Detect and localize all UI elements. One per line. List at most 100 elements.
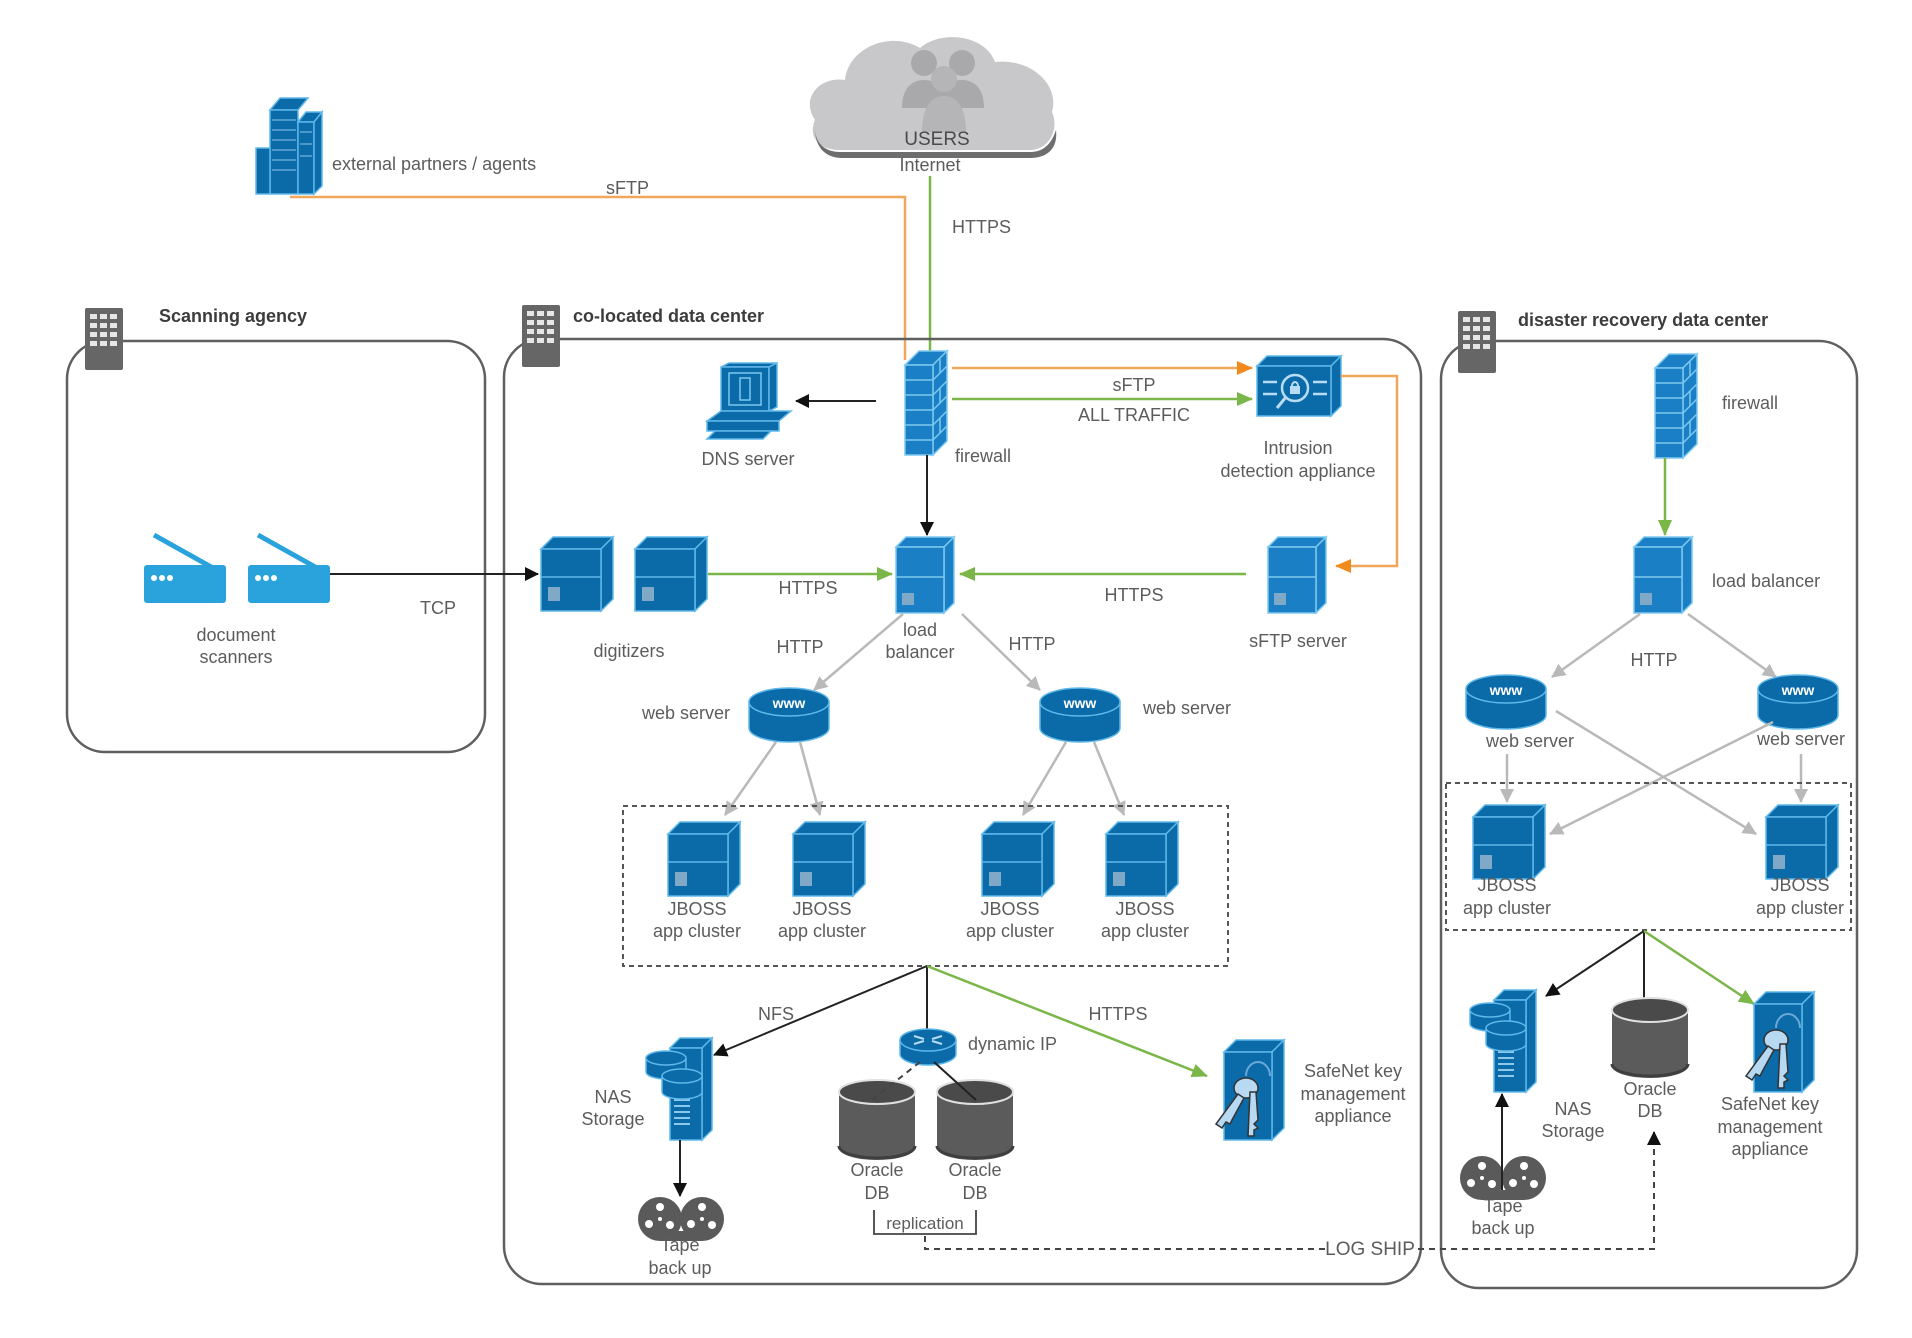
link-log-ship <box>924 1132 1654 1250</box>
dr-jboss-cluster-group <box>1445 782 1852 931</box>
dynamic-ip-label: dynamic IP <box>968 1034 1057 1054</box>
jboss-label: JBOSS <box>792 899 851 919</box>
link-ws-jboss <box>1092 741 1126 816</box>
link-jboss-nas-nfs <box>713 965 928 1057</box>
link-dr-ws-jboss-cross <box>1549 720 1774 836</box>
jboss-server-icon <box>667 821 741 897</box>
link-partners-sftp <box>290 195 907 360</box>
nas-storage-icon <box>645 1037 713 1141</box>
jboss-server-icon <box>792 821 866 897</box>
tcp-label: TCP <box>420 598 456 618</box>
document-scanner-icon <box>248 535 330 603</box>
safenet-label-2: management <box>1300 1084 1405 1104</box>
zone-title-colo: co-located data center <box>573 306 764 326</box>
document-scanner-icon <box>144 535 226 603</box>
dr-webserver-left-label: web server <box>1485 731 1574 751</box>
link-dr-lb-ws-left <box>1551 612 1641 679</box>
digitizer-icon <box>540 536 614 612</box>
zone-colocated-dc <box>502 337 1423 1286</box>
link-dr-jboss-safenet <box>1643 929 1755 1006</box>
digitizers-label: digitizers <box>593 641 664 661</box>
www-text: www <box>1781 682 1815 698</box>
scanners-label-2: scanners <box>199 647 272 667</box>
replication-bracket <box>873 1210 977 1235</box>
dr-tape-label-1: Tape <box>1483 1196 1522 1216</box>
colo-load-balancer-icon <box>894 535 956 615</box>
link-router-db-solid <box>933 1061 977 1101</box>
link-dr-ws-jboss-cross <box>1555 709 1757 836</box>
oracle-label: Oracle <box>850 1160 903 1180</box>
link-dr-jboss-nas <box>1545 930 1645 997</box>
jboss-label: JBOSS <box>667 899 726 919</box>
colocated-building-icon <box>522 305 560 367</box>
oracle-label: DB <box>962 1183 987 1203</box>
dr-jboss-label: JBOSS <box>1770 875 1829 895</box>
safenet-label-1: SafeNet key <box>1304 1061 1402 1081</box>
link-dr-lb-ws-right <box>1687 612 1777 679</box>
nas-label-2: Storage <box>581 1109 644 1129</box>
dns-server-icon <box>704 361 794 440</box>
link-ws-jboss <box>723 741 778 816</box>
users-cloud-icon <box>809 37 1057 158</box>
digitizer-icon <box>634 536 708 612</box>
ids-appliance-icon <box>1255 354 1343 418</box>
link-jboss-safenet-https <box>926 964 1208 1078</box>
dr-oracle-label: Oracle <box>1623 1079 1676 1099</box>
dns-server-label: DNS server <box>701 449 794 469</box>
tape-label-1: Tape <box>660 1235 699 1255</box>
dr-nas-storage-icon <box>1469 989 1537 1093</box>
external-partners-label: external partners / agents <box>332 154 536 174</box>
colo-jboss-cluster-group <box>622 805 1229 967</box>
link-ws-jboss <box>798 741 824 816</box>
replication-label: replication <box>886 1214 964 1233</box>
partners-sftp-label: sFTP <box>606 178 649 198</box>
colo-webserver-left-label: web server <box>641 703 730 723</box>
jboss-label: app cluster <box>1101 921 1189 941</box>
ids-label-1: Intrusion <box>1263 438 1332 458</box>
oracle-db-icon <box>837 1078 917 1162</box>
digitizer-https-label: HTTPS <box>778 578 837 598</box>
jboss-label: JBOSS <box>1115 899 1174 919</box>
jboss-label: JBOSS <box>980 899 1039 919</box>
dr-tape-label-2: back up <box>1471 1218 1534 1238</box>
www-text: www <box>772 695 806 711</box>
sftp-https-label: HTTPS <box>1104 585 1163 605</box>
nas-label-1: NAS <box>594 1087 631 1107</box>
dr-nas-label-1: NAS <box>1554 1099 1591 1119</box>
dr-building-icon <box>1458 311 1496 373</box>
colo-webserver-right-label: web server <box>1142 698 1231 718</box>
external-partners-building-icon <box>255 97 324 196</box>
http-left-label: HTTP <box>777 637 824 657</box>
dr-oracle-db-icon <box>1610 996 1690 1080</box>
zone-scanning-agency <box>65 339 487 754</box>
safenet-https-label: HTTPS <box>1088 1004 1147 1024</box>
dr-jboss-label: app cluster <box>1756 898 1844 918</box>
sftp-server-label: sFTP server <box>1249 631 1347 651</box>
dr-safenet-label-2: management <box>1717 1117 1822 1137</box>
zone-title-scanning: Scanning agency <box>159 306 307 326</box>
link-ids-sftp-server <box>1335 374 1399 573</box>
zone-title-dr: disaster recovery data center <box>1518 310 1768 330</box>
dr-nas-label-2: Storage <box>1541 1121 1604 1141</box>
safenet-appliance-icon <box>1215 1039 1285 1141</box>
dr-jboss-label: app cluster <box>1463 898 1551 918</box>
dr-http-label: HTTP <box>1631 650 1678 670</box>
dr-jboss-server-icon <box>1472 804 1546 880</box>
users-label: USERS <box>904 129 969 150</box>
oracle-label: DB <box>864 1183 889 1203</box>
router-icon <box>899 1028 957 1066</box>
dr-jboss-server-icon <box>1765 804 1839 880</box>
internet-label: Internet <box>899 155 960 175</box>
colo-lb-label-2: balancer <box>885 642 954 662</box>
log-ship-label: LOG SHIP <box>1325 1239 1415 1260</box>
link-lb-webserver-right <box>961 613 1041 691</box>
sftp-link-label: sFTP <box>1113 375 1156 395</box>
dr-firewall-icon <box>1654 353 1698 459</box>
colo-lb-label-1: load <box>903 620 937 640</box>
colo-firewall-label: firewall <box>955 446 1011 466</box>
www-text: www <box>1063 695 1097 711</box>
dr-safenet-label-1: SafeNet key <box>1721 1094 1819 1114</box>
dr-lb-label: load balancer <box>1712 571 1820 591</box>
all-traffic-label: ALL TRAFFIC <box>1078 405 1190 425</box>
